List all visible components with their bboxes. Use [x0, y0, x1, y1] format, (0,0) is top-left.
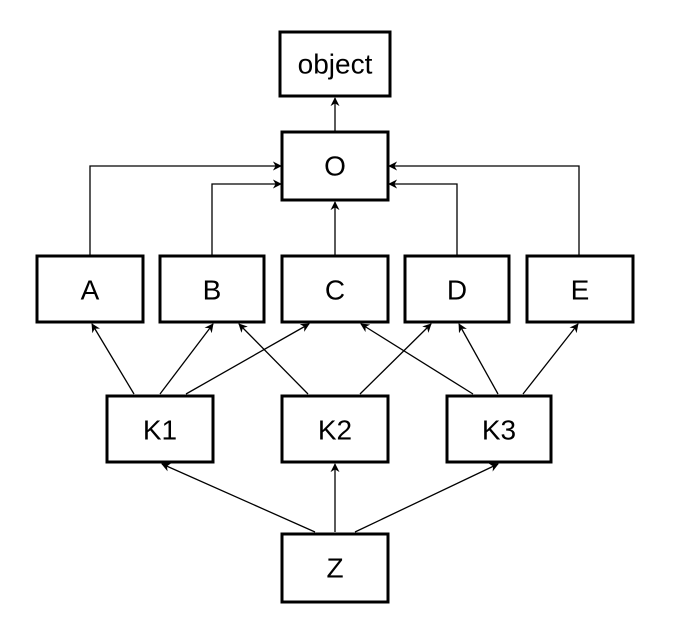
edge-k3-to-d: [458, 323, 499, 395]
edge-d-to-o: [388, 179, 458, 256]
node-b-box: [158, 254, 266, 324]
edges: [89, 97, 580, 533]
edge-k1-to-c: [185, 323, 310, 395]
edge-a-to-o: [89, 161, 282, 256]
node-k1-label: K1: [143, 415, 177, 446]
node-o: O: [280, 130, 390, 202]
node-c-box: [280, 254, 390, 324]
node-a: A: [35, 254, 145, 324]
node-k2-box: [280, 394, 390, 464]
node-o-box: [280, 130, 390, 202]
edge-k3-to-e: [522, 323, 579, 395]
edge-b-to-o: [211, 179, 282, 256]
node-object-label: object: [298, 49, 373, 80]
node-z-box: [280, 532, 390, 604]
node-k1-box: [105, 394, 215, 464]
node-object-box: [278, 30, 392, 98]
node-k1: K1: [105, 394, 215, 464]
edge-z-to-k3: [354, 463, 499, 533]
edge-k2-to-b: [238, 323, 309, 395]
node-e-box: [525, 254, 635, 324]
node-d-box: [403, 254, 511, 324]
node-k3: K3: [445, 394, 553, 464]
node-k3-label: K3: [482, 415, 516, 446]
node-a-box: [35, 254, 145, 324]
node-b-label: B: [203, 275, 222, 306]
node-c-label: C: [325, 275, 345, 306]
node-e-label: E: [571, 275, 590, 306]
edge-z-to-k1: [161, 463, 316, 533]
node-k2-label: K2: [318, 415, 352, 446]
edge-k1-to-b: [159, 323, 214, 395]
node-c: C: [280, 254, 390, 324]
edge-e-to-o: [388, 161, 580, 256]
node-o-label: O: [324, 151, 346, 182]
node-object: object: [278, 30, 392, 98]
node-e: E: [525, 254, 635, 324]
node-d: D: [403, 254, 511, 324]
node-b: B: [158, 254, 266, 324]
node-k2: K2: [280, 394, 390, 464]
node-k3-box: [445, 394, 553, 464]
node-a-label: A: [81, 275, 100, 306]
edge-k3-to-c: [360, 323, 474, 395]
node-d-label: D: [447, 275, 467, 306]
node-z-label: Z: [326, 553, 343, 584]
node-z: Z: [280, 532, 390, 604]
edge-k2-to-d: [359, 323, 432, 395]
edge-k1-to-a: [91, 323, 135, 395]
